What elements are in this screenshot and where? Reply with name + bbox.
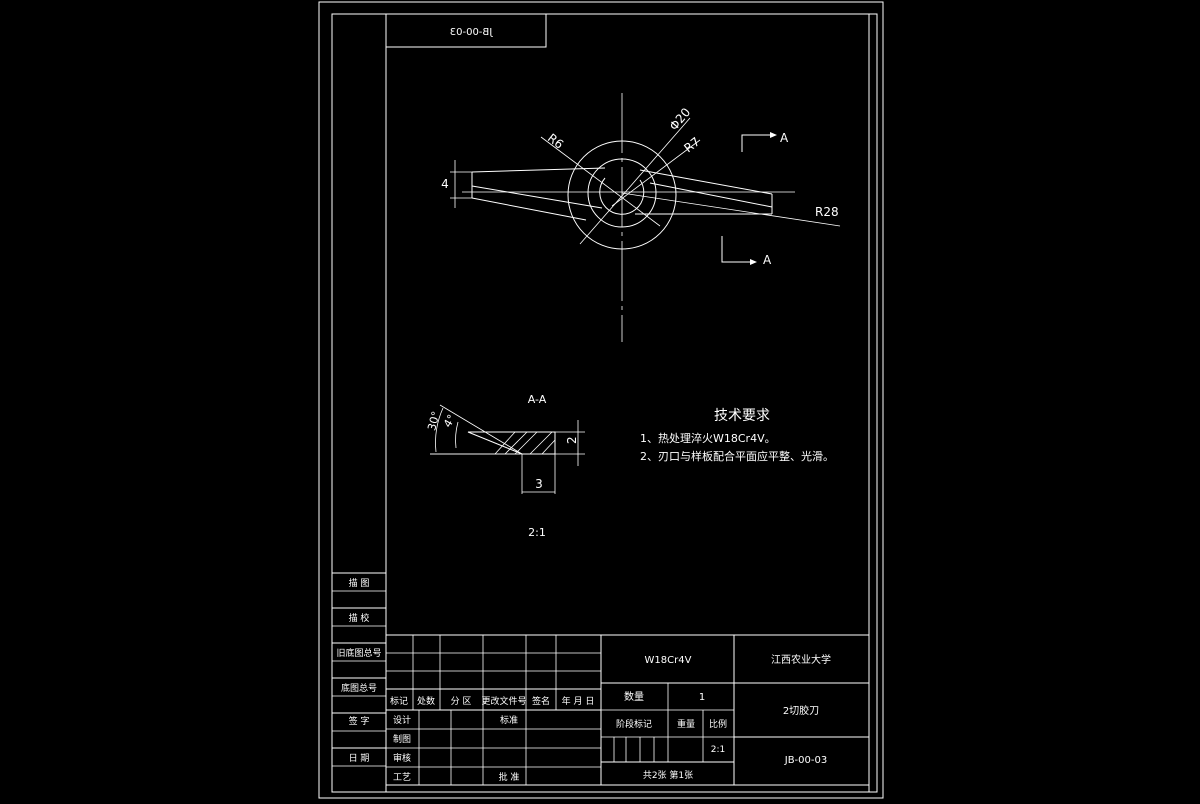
hub-arc (599, 177, 645, 215)
code-box-text: JB-00-03 (450, 27, 493, 38)
quantity-label: 数量 (624, 690, 644, 703)
side-label-base: 底图总号 (341, 682, 377, 694)
code-box (385, 13, 547, 48)
material-value: W18Cr4V (645, 655, 692, 666)
section-view (430, 404, 585, 494)
dim-r7: R7 (681, 135, 702, 156)
tech-item-2: 2、刃口与样板配合平面应平整、光滑。 (640, 449, 834, 463)
rev-header-doc: 更改文件号 (481, 695, 526, 707)
inner-border (331, 13, 878, 793)
section-label-top: A (780, 131, 789, 145)
role-design: 设计 (393, 714, 411, 726)
dim-3: 3 (535, 477, 543, 491)
dim-2: 2 (565, 436, 579, 444)
side-label-old-base: 旧底图总号 (336, 647, 381, 659)
dim-angle-30: 30° (425, 410, 443, 432)
role-process: 工艺 (393, 772, 411, 783)
weight-label: 重量 (677, 718, 695, 730)
dim-angle-4: 4° (441, 412, 459, 429)
rev-header-zone: 分 区 (451, 696, 472, 707)
dim-r6: R6 (545, 131, 566, 152)
sheet-count: 共2张 第1张 (643, 769, 693, 781)
scale-value: 2:1 (711, 745, 725, 755)
scale-label: 比例 (709, 718, 727, 730)
leader-r7 (611, 139, 701, 207)
outer-border (318, 1, 884, 799)
tech-item-1: 1、热处理淬火W18Cr4V。 (640, 431, 776, 445)
quantity-value: 1 (699, 692, 705, 703)
main-view (450, 93, 841, 342)
title-block (386, 634, 869, 785)
standard-label: 标准 (500, 714, 518, 726)
approve-label: 批 准 (499, 771, 520, 783)
side-label-trace: 描 图 (349, 577, 370, 589)
leader-r6 (540, 136, 661, 227)
rev-header-sign: 签名 (532, 695, 550, 707)
role-draw: 制图 (393, 733, 411, 745)
leader-phi20 (579, 117, 691, 245)
side-label-sign: 签 字 (349, 715, 370, 727)
inner-circle (587, 158, 657, 228)
leader-r28 (621, 192, 841, 227)
role-review: 审核 (393, 752, 411, 764)
drawing-number: JB-00-03 (784, 755, 827, 766)
dim-4: 4 (441, 177, 449, 191)
section-label-bottom: A (763, 253, 772, 267)
section-title: A-A (528, 393, 547, 406)
side-label-check: 描 校 (349, 612, 370, 624)
rev-header-mark: 标记 (390, 695, 408, 707)
side-label-date: 日 期 (349, 753, 370, 764)
section-marker-bottom (721, 236, 750, 263)
part-name: 2切胶刀 (783, 704, 819, 717)
dim-r28: R28 (815, 205, 839, 219)
stage-label: 阶段标记 (616, 718, 652, 730)
tech-title: 技术要求 (714, 408, 770, 424)
side-stamp-column (332, 572, 386, 767)
outer-circle (567, 140, 677, 250)
scale-note: 2:1 (528, 526, 546, 539)
rev-header-count: 处数 (417, 695, 435, 707)
rev-header-date: 年 月 日 (562, 695, 595, 707)
section-marker-top (741, 134, 770, 152)
school-name: 江西农业大学 (771, 653, 831, 666)
